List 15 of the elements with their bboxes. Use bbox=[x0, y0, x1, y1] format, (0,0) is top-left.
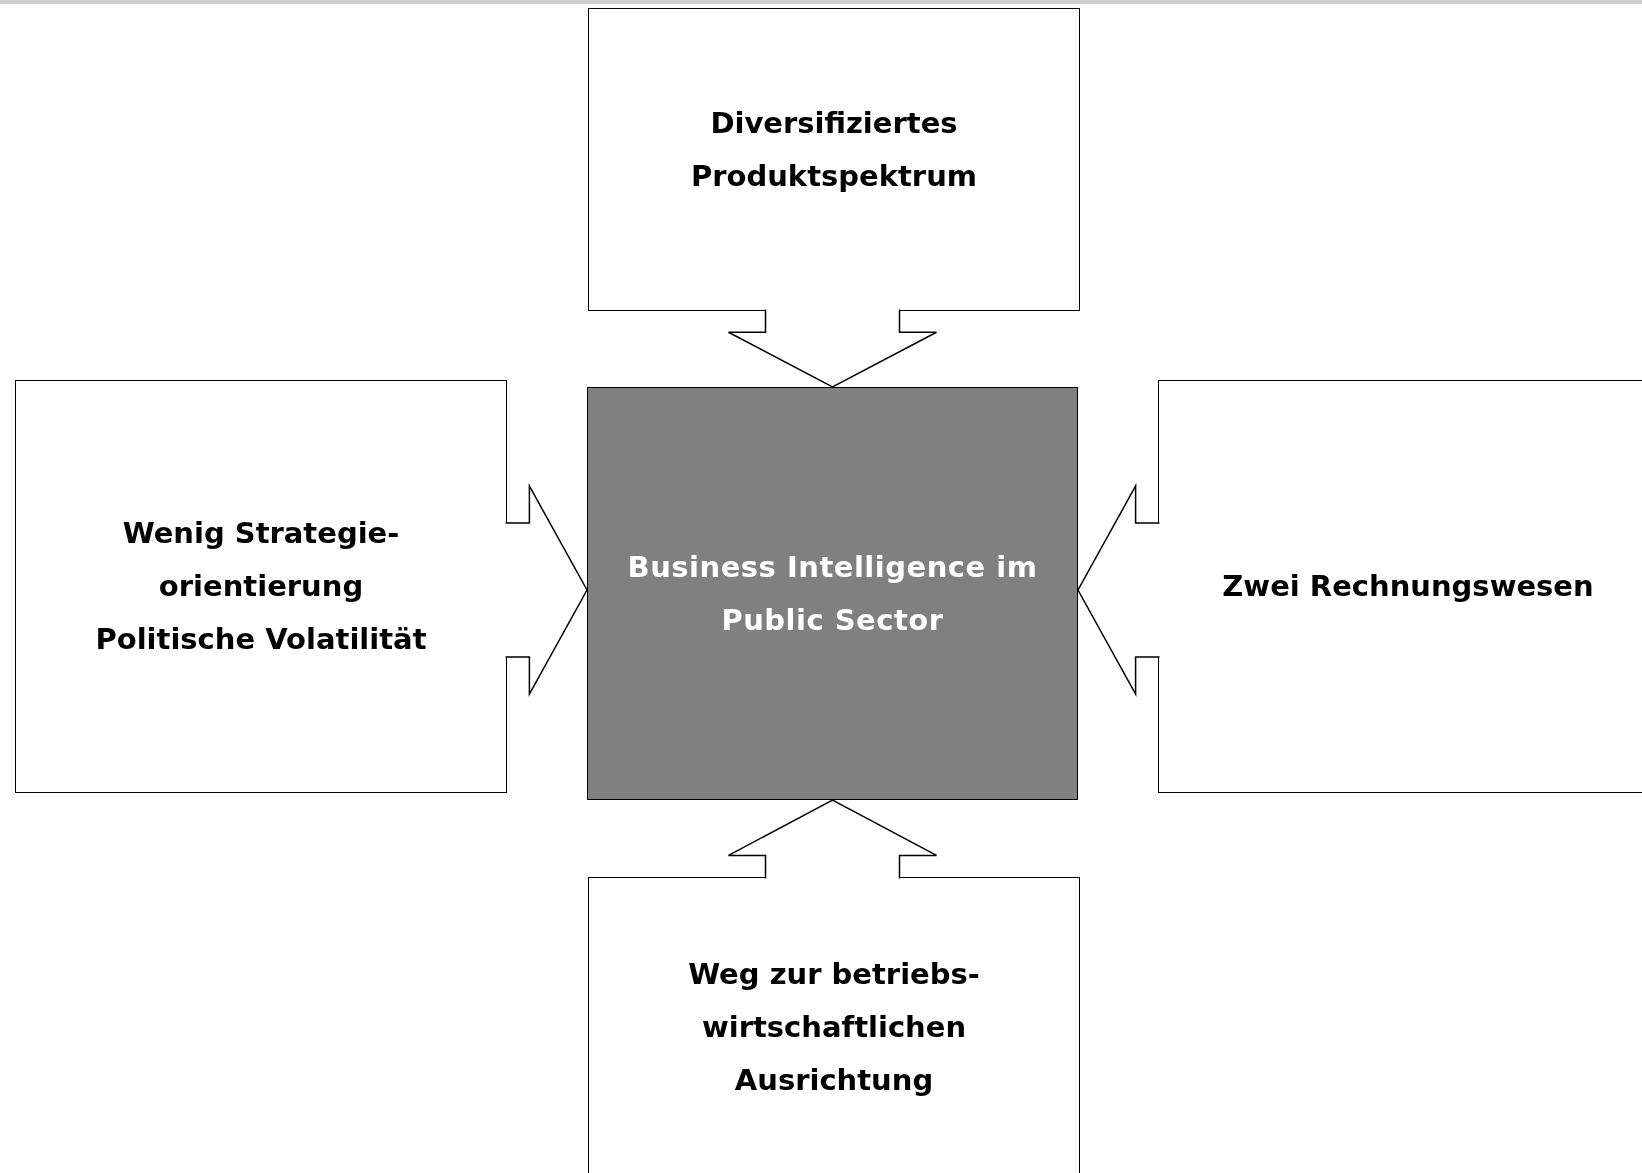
factor-box bbox=[588, 877, 1080, 1173]
block-arrow bbox=[504, 483, 588, 697]
factor-box bbox=[588, 8, 1080, 311]
box-text: Wenig Strategie- orientierung bbox=[121, 515, 401, 605]
factor-box bbox=[15, 380, 507, 793]
box-text: Business Intelligence im Public Sector bbox=[626, 548, 1039, 639]
box-text: Diversifiziertes Produktspektrum bbox=[689, 104, 978, 195]
block-arrow bbox=[727, 799, 938, 880]
block-arrow bbox=[727, 308, 938, 388]
factor-box bbox=[1158, 380, 1642, 793]
box-text: Weg zur betriebs- wirtschaftlichen Ausrichtung bbox=[687, 955, 981, 1099]
block-arrow bbox=[1077, 483, 1161, 697]
box-text: Zwei Rechnungswesen bbox=[1222, 568, 1594, 605]
central-box bbox=[587, 387, 1078, 800]
box-text: Politische Volatilität bbox=[95, 621, 427, 658]
